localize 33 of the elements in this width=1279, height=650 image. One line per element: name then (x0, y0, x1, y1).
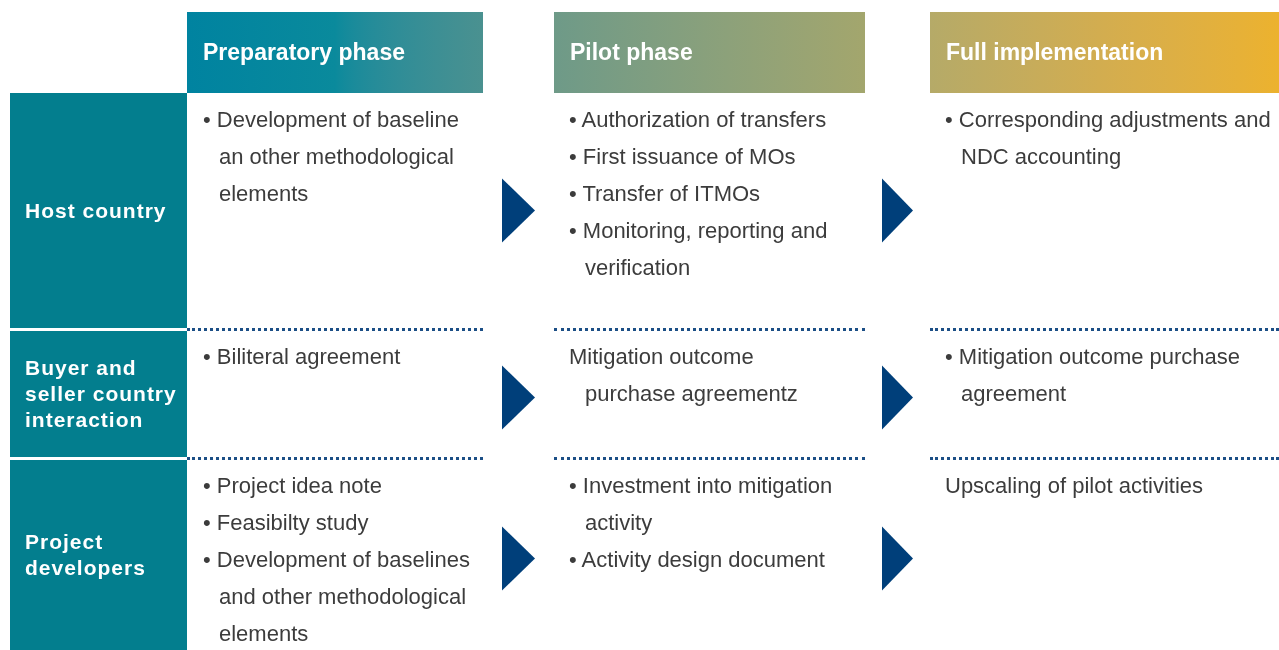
row-label: Buyer and seller country interaction (25, 355, 178, 433)
phase-header (187, 12, 483, 93)
cell-text: Mitigation outcome purchase agreementz (569, 343, 799, 408)
row-label-box (10, 457, 187, 650)
chevron-arrow (882, 526, 913, 591)
cell-text: • Biliteral agreement (203, 343, 402, 371)
cell-text: • Investment into mitigation activity (569, 472, 834, 537)
phase-title: Preparatory phase (203, 38, 405, 68)
phase-title: Pilot phase (570, 38, 693, 68)
cell-text: • Corresponding adjustments and NDC accounting (945, 106, 1272, 171)
cell-text: Upscaling of pilot activities (945, 472, 1204, 500)
cell-text: • Feasibilty study (203, 509, 370, 537)
cell-text: • Monitoring, reporting and verification (569, 217, 829, 282)
cell-text: • Development of baselines and other methodological elements (203, 546, 471, 648)
cell-text: • Project idea note (203, 472, 383, 500)
row-label-box (10, 93, 187, 328)
chevron-arrow (882, 178, 913, 243)
phase-title: Full implementation (946, 38, 1164, 68)
cell-text: • Transfer of ITMOs (569, 180, 762, 208)
chevron-arrow (882, 365, 913, 430)
row-label: Host country (25, 197, 167, 224)
cell-text: • First issuance of MOs (569, 143, 797, 171)
chevron-arrow (502, 526, 535, 591)
row-label-box (10, 328, 187, 457)
cell-text: • Authorization of transfers (569, 106, 828, 134)
cell-text: • Development of baseline an other methodological elements (203, 106, 460, 208)
phase-header (930, 12, 1279, 93)
cell-text: • Mitigation outcome purchase agreement (945, 343, 1242, 408)
chevron-arrow (502, 365, 535, 430)
cell-text: • Activity design document (569, 546, 826, 574)
phase-header (554, 12, 865, 93)
row-label: Project developers (25, 529, 147, 581)
chevron-arrow (502, 178, 535, 243)
